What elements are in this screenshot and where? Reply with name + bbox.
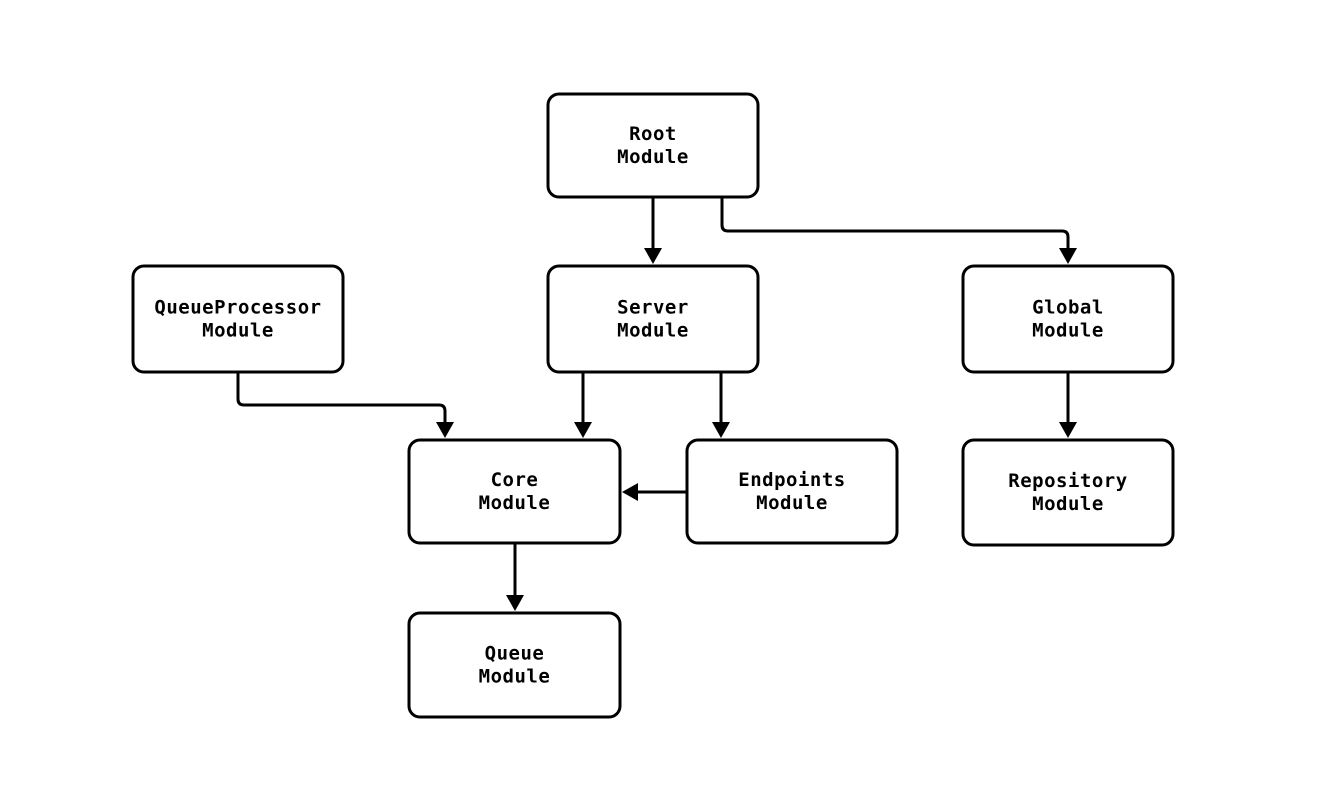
root-module-node-box[interactable]	[546, 92, 760, 199]
server-module-node-label-line1: Server	[617, 297, 689, 319]
queue-module-node-label-line1: Queue	[485, 643, 545, 665]
edge-global-to-repository-arrowhead-icon	[1059, 422, 1077, 438]
repository-module-node-label-line1: Repository	[1008, 470, 1127, 492]
repository-module-node-label-line2: Module	[1032, 493, 1104, 515]
edges-layer	[236, 197, 1077, 611]
edge-global-to-repository	[1059, 372, 1077, 438]
queue-module-node-label-line2: Module	[479, 666, 551, 688]
endpoints-module-node-box[interactable]	[685, 438, 899, 545]
edge-server-to-core	[574, 372, 592, 438]
endpoints-module-node-label-line1: Endpoints	[738, 469, 845, 491]
root-module-node-label-line1: Root	[629, 123, 677, 145]
edge-server-to-core-arrowhead-icon	[574, 422, 592, 438]
root-module-node-label-line2: Module	[617, 146, 689, 168]
global-module-node-label-line2: Module	[1032, 320, 1104, 342]
server-module-node-label-line2: Module	[617, 320, 689, 342]
edge-core-to-queue	[506, 543, 524, 611]
edge-root-to-server-arrowhead-icon	[644, 248, 662, 264]
edge-queueprocessor-to-core	[236, 372, 454, 438]
edge-root-to-server	[644, 197, 662, 264]
queueprocessor-module-node-label-line2: Module	[202, 320, 274, 342]
edge-root-to-global	[720, 197, 1077, 264]
server-module-node-box[interactable]	[546, 264, 760, 374]
edge-endpoints-to-core-arrowhead-icon	[622, 483, 638, 501]
edge-server-to-endpoints-arrowhead-icon	[712, 422, 730, 438]
edge-root-to-global-line	[720, 197, 1070, 248]
core-module-node-label-line1: Core	[491, 469, 539, 491]
nodes-layer: RootModuleQueueProcessorModuleServerModu…	[131, 92, 1175, 719]
edge-server-to-endpoints	[712, 372, 730, 438]
queueprocessor-module-node-label-line1: QueueProcessor	[154, 297, 321, 319]
queue-module-node-box[interactable]	[407, 611, 622, 719]
edge-root-to-global-arrowhead-icon	[1059, 248, 1077, 264]
global-module-node-box[interactable]	[961, 264, 1175, 374]
edge-endpoints-to-core	[622, 483, 687, 501]
edge-core-to-queue-arrowhead-icon	[506, 595, 524, 611]
core-module-node-box[interactable]	[407, 438, 622, 545]
edge-queueprocessor-to-core-arrowhead-icon	[436, 422, 454, 438]
edge-queueprocessor-to-core-line	[236, 372, 447, 422]
repository-module-node-box[interactable]	[961, 438, 1175, 547]
queueprocessor-module-node-box[interactable]	[131, 264, 345, 374]
global-module-node-label-line1: Global	[1032, 297, 1104, 319]
endpoints-module-node-label-line2: Module	[756, 492, 828, 514]
core-module-node-label-line2: Module	[479, 492, 551, 514]
